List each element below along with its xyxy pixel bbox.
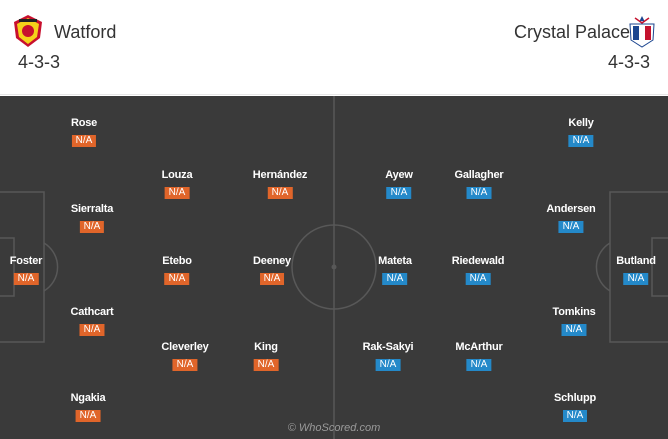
away-formation: 4-3-3 [607, 52, 650, 72]
player-name: Louza [161, 169, 193, 181]
player-name: Cathcart [70, 306, 114, 318]
player-name: Etebo [162, 255, 192, 267]
player-rating-badge: N/A [267, 187, 293, 199]
player-rating-badge: N/A [382, 273, 408, 285]
player-ngakia[interactable]: Ngakia N/A [71, 392, 106, 423]
player-rating-badge: N/A [375, 359, 401, 371]
player-name: Schlupp [554, 392, 596, 404]
player-rating-badge: N/A [172, 359, 198, 371]
player-rating-badge: N/A [259, 273, 285, 285]
player-name: Mateta [378, 255, 412, 267]
player-mcarthur[interactable]: McArthur N/A [455, 341, 503, 372]
player-name: Rak-Sakyi [362, 341, 414, 353]
player-andersen[interactable]: Andersen N/A [546, 203, 596, 234]
player-name: Deeney [253, 255, 291, 267]
player-butland[interactable]: Butland N/A [616, 255, 656, 286]
player-etebo[interactable]: Etebo N/A [162, 255, 192, 286]
player-hernandez[interactable]: Hernández N/A [253, 169, 307, 200]
player-rating-badge: N/A [623, 273, 649, 285]
player-gallagher[interactable]: Gallagher N/A [455, 169, 504, 200]
pitch-markings [0, 96, 668, 439]
crystal-palace-crest-icon[interactable] [627, 14, 657, 48]
player-riedewald[interactable]: Riedewald N/A [452, 255, 505, 286]
player-rating-badge: N/A [568, 135, 594, 147]
player-name: King [254, 341, 278, 353]
player-name: Hernández [252, 169, 308, 181]
player-rating-badge: N/A [465, 273, 491, 285]
player-foster[interactable]: Foster N/A [10, 255, 42, 286]
pitch: Rose N/A Sierralta N/A Foster N/A Cathca… [0, 96, 668, 439]
player-name: Butland [616, 255, 656, 267]
player-name: McArthur [455, 341, 503, 353]
player-rating-badge: N/A [561, 324, 587, 336]
player-name: Tomkins [552, 306, 596, 318]
player-schlupp[interactable]: Schlupp N/A [554, 392, 596, 423]
home-team-name[interactable]: Watford [54, 22, 117, 42]
player-mateta[interactable]: Mateta N/A [378, 255, 412, 286]
match-header: Watford 4-3-3 Crystal Palace 4-3-3 [0, 0, 668, 95]
player-tomkins[interactable]: Tomkins N/A [552, 306, 596, 337]
player-cathcart[interactable]: Cathcart N/A [70, 306, 114, 337]
player-rating-badge: N/A [558, 221, 584, 233]
player-louza[interactable]: Louza N/A [162, 169, 193, 200]
player-sierralta[interactable]: Sierralta N/A [71, 203, 113, 234]
player-name: Foster [9, 255, 43, 267]
player-name: Ngakia [70, 392, 106, 404]
player-rak-sakyi[interactable]: Rak-Sakyi N/A [363, 341, 414, 372]
player-name: Ayew [385, 169, 413, 181]
player-rating-badge: N/A [466, 359, 492, 371]
player-rating-badge: N/A [75, 410, 101, 422]
player-king[interactable]: King N/A [253, 341, 279, 372]
player-ayew[interactable]: Ayew N/A [385, 169, 413, 200]
player-cleverley[interactable]: Cleverley N/A [161, 341, 209, 372]
player-rose[interactable]: Rose N/A [71, 117, 97, 148]
player-rating-badge: N/A [253, 359, 279, 371]
away-team-name[interactable]: Crystal Palace [513, 22, 630, 42]
player-name: Riedewald [451, 255, 505, 267]
player-rating-badge: N/A [386, 187, 412, 199]
player-kelly[interactable]: Kelly N/A [568, 117, 594, 148]
player-rating-badge: N/A [79, 324, 105, 336]
player-name: Andersen [546, 203, 596, 215]
player-name: Cleverley [161, 341, 209, 353]
player-name: Kelly [568, 117, 594, 129]
whoscored-watermark: © WhoScored.com [287, 422, 381, 434]
player-deeney[interactable]: Deeney N/A [253, 255, 291, 286]
player-rating-badge: N/A [466, 187, 492, 199]
player-name: Sierralta [70, 203, 114, 215]
watford-crest-icon[interactable] [13, 14, 43, 48]
player-rating-badge: N/A [13, 273, 39, 285]
player-rating-badge: N/A [562, 410, 588, 422]
player-rating-badge: N/A [164, 273, 190, 285]
player-rating-badge: N/A [79, 221, 105, 233]
player-rating-badge: N/A [71, 135, 97, 147]
player-rating-badge: N/A [164, 187, 190, 199]
player-name: Gallagher [454, 169, 504, 181]
home-formation: 4-3-3 [18, 52, 61, 72]
player-name: Rose [70, 117, 98, 129]
